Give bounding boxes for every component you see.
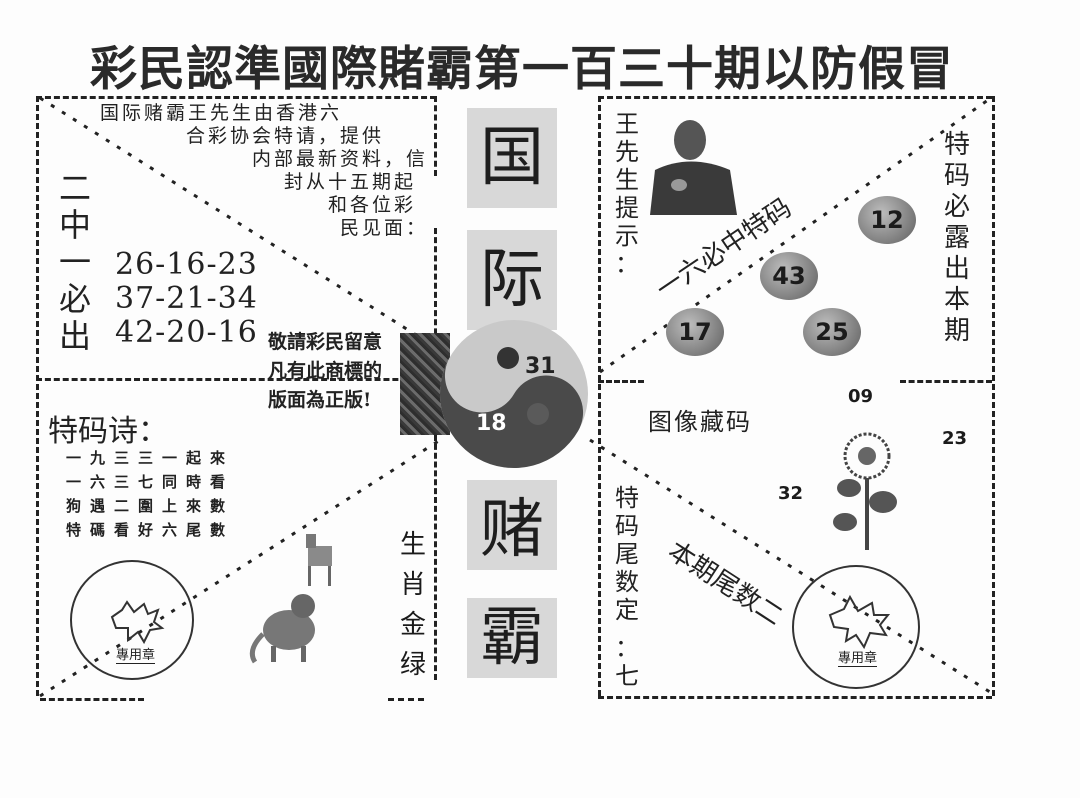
notice-line: 凡有此商標的 [268,360,383,382]
frame-inner-left-mid [434,228,437,380]
official-seal-icon: 專用章 [70,560,194,680]
poem-line: 一六三七同時看 [66,473,235,491]
intro-line: 国际赌霸王先生由香港六 [100,102,343,124]
number-set: 42-20-16 [115,315,258,350]
official-seal-icon: 專用章 [792,565,920,689]
vertical-char: 示 [615,222,639,250]
seal-burst-icon [110,600,165,645]
vertical-label-two-in-one: 二 中 一 必 出 [55,170,95,355]
number-ball: 12 [858,196,916,244]
poem-line: 狗遇二圍上來數 [66,497,235,515]
frame-top-right [598,96,992,99]
poem-line: 特碼看好六尾數 [66,521,235,539]
side-label-must-show: 特 码 必 露 出 本 期 [940,130,974,347]
intro-line: 内部最新资料，信 [251,148,428,170]
zodiac-char: 生 [399,530,426,560]
hint-label: 王 先 生 提 示 ： [612,110,642,278]
vertical-char: 一 [58,243,91,281]
hidden-number: 32 [778,483,804,504]
hidden-number: 23 [942,428,968,449]
vertical-char: 码 [943,161,970,191]
vertical-char: 出 [58,317,91,355]
frame-right [992,96,995,696]
tail-number-label: 特 码 尾 数 定 ： 七 [612,484,642,690]
diagonal-text-tail: 本期尾数二 [662,536,788,632]
vertical-char: 定 [615,596,639,624]
vertical-char: 七 [615,662,639,690]
frame-left [36,96,39,696]
vertical-char: 数 [615,568,639,596]
center-char: 际 [467,230,557,330]
seal-text: 專用章 [116,644,156,664]
vertical-char: 生 [615,166,639,194]
notice-line: 敬請彩民留意 [268,331,383,353]
hidden-number: 09 [848,386,874,407]
frame-inner-right [598,96,601,696]
number-set: 26-16-23 [115,247,258,282]
center-char: 赌 [467,480,557,570]
vertical-char: ： [615,250,639,278]
vertical-char: 出 [943,254,970,284]
page-title: 彩民認準國際賭霸第一百三十期以防假冒 [90,42,954,97]
frame-mid-right-b [900,380,992,383]
vertical-char: 特 [943,130,970,160]
poem-title: 特码诗： [48,414,168,449]
zodiac-char: 肖 [399,570,426,600]
vertical-char: 露 [943,223,970,253]
notice-line: 版面為正版! [268,389,372,411]
poem: 一九三三一起來 一六三七同時看 狗遇二圍上來數 特碼看好六尾數 [66,446,234,542]
vertical-char: 本 [943,285,970,315]
vertical-char: 码 [615,512,639,540]
frame-bottom-right [598,696,992,699]
zodiac-char: 绿 [399,650,426,680]
poem-line: 一九三三一起來 [66,449,235,467]
vertical-char: 尾 [615,540,639,568]
vertical-char: ： [615,634,639,662]
number-sets: 26-16-23 37-21-34 42-20-16 [115,248,258,350]
goat-icon [306,534,332,586]
number-ball: 43 [760,252,818,300]
frame-mid-left [36,378,434,381]
vertical-char: 王 [615,110,639,138]
intro-line: 封从十五期起 [283,171,416,193]
intro-line: 民见面： [339,217,428,239]
yin-yang-icon [440,320,588,468]
monkey-icon [249,594,315,664]
vertical-char: 中 [58,206,91,244]
frame-top-left [36,96,436,99]
vertical-char: 先 [615,138,639,166]
seal-burst-icon [828,594,891,650]
yinyang-light-number: 31 [525,354,556,379]
number-ball: 25 [803,308,861,356]
intro-text: 国际赌霸王先生由香港六 合彩协会特请，提供 内部最新资料，信 封从十五期起 和各… [100,102,428,240]
center-char: 国 [467,108,557,208]
intro-line: 合彩协会特请，提供 [185,125,384,147]
seal-text: 專用章 [838,647,878,667]
yinyang-dark-number: 18 [476,411,507,436]
intro-line: 和各位彩 [327,194,416,216]
portrait-icon [650,120,737,215]
zodiac-label: 生 肖 金 绿 [398,525,428,685]
frame-bottom-left [40,698,144,701]
authenticity-notice: 敬請彩民留意 凡有此商標的 版面為正版! [268,328,382,415]
zodiac-char: 金 [399,610,426,640]
number-ball: 17 [666,308,724,356]
sunflower-icon [833,432,897,550]
image-code-label: 图像藏码 [648,408,752,436]
center-char: 霸 [467,598,557,678]
vertical-char: 必 [58,280,91,318]
frame-inner-left-bottom [434,435,437,680]
number-set: 37-21-34 [115,281,258,316]
vertical-char: 提 [615,194,639,222]
vertical-char: 必 [943,192,970,222]
vertical-char: 期 [943,316,970,346]
vertical-char: 特 [615,484,639,512]
frame-bottom-mid [388,698,424,701]
vertical-char: 二 [58,169,91,207]
frame-inner-left-top [434,96,437,176]
frame-mid-right-a [598,380,644,383]
